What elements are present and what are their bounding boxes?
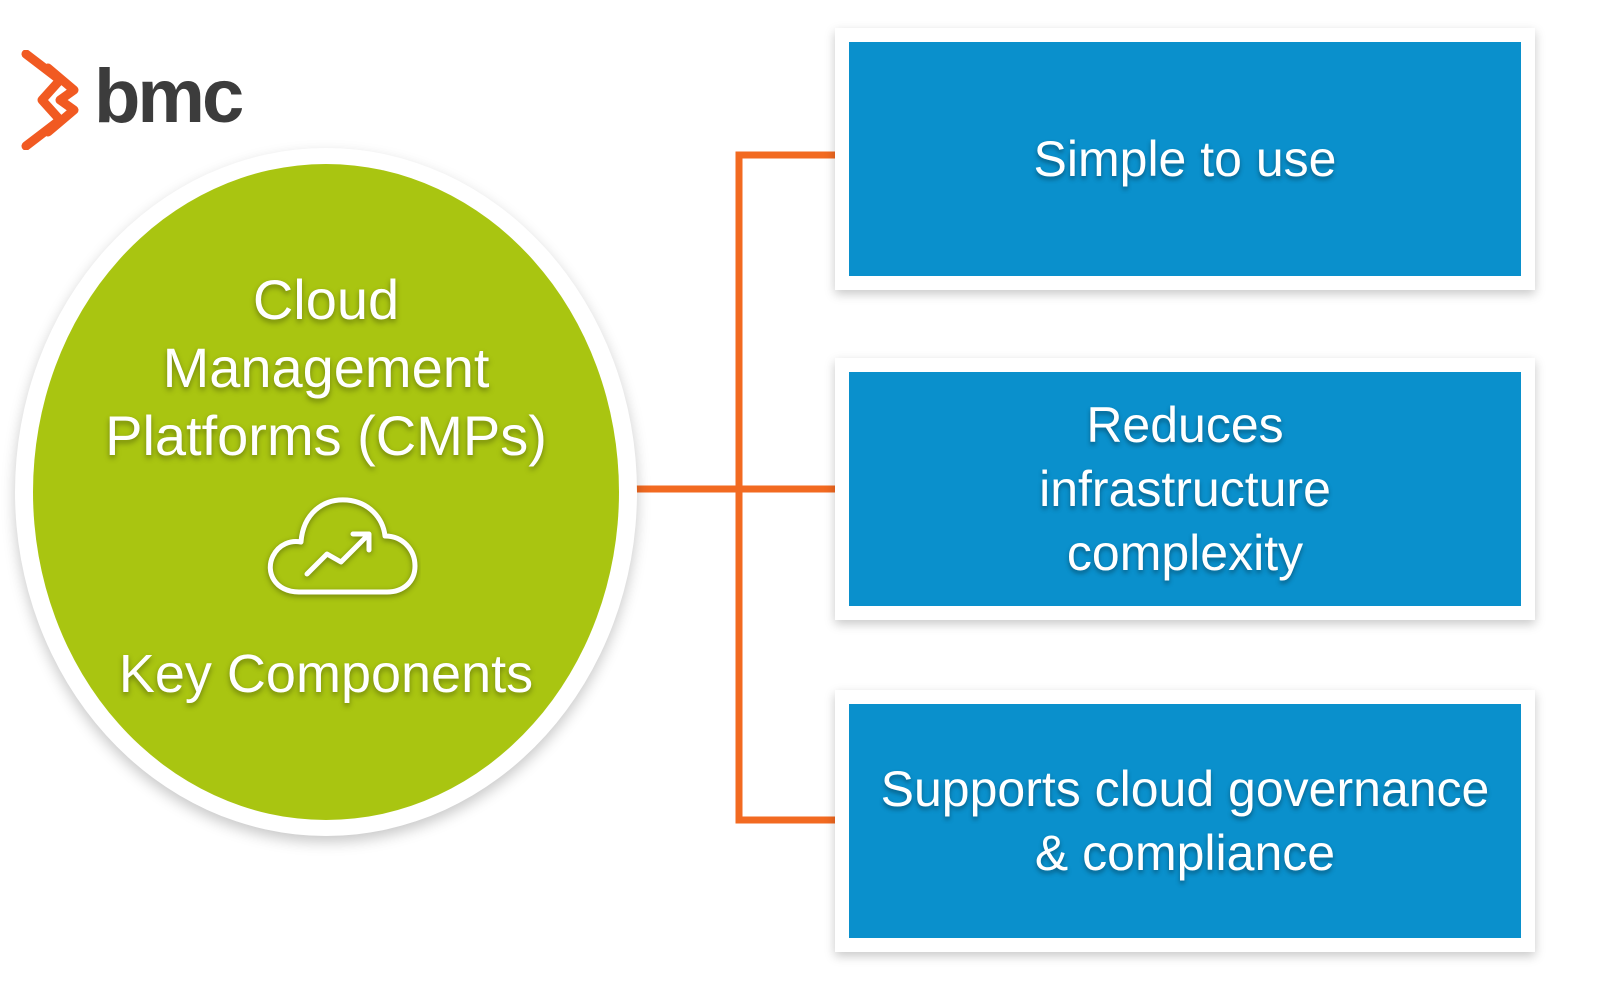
component-box-fill: Reduces infrastructure complexity [849, 372, 1521, 606]
central-subtitle: Key Components [118, 644, 534, 704]
central-title: Cloud Management Platforms (CMPs) [105, 268, 547, 467]
logo-text: bmc [94, 53, 244, 139]
component-box-fill: Supports cloud governance & compliance [849, 704, 1521, 938]
bmc-logo: bmc [20, 50, 244, 150]
cloud-trend-icon [267, 497, 418, 595]
central-circle: Cloud Management Platforms (CMPs) Key Co… [33, 164, 619, 820]
component-label: Supports cloud governance & compliance [880, 761, 1490, 881]
bmc-chevron-logo-icon [21, 50, 79, 150]
component-label: Simple to use [1033, 131, 1337, 187]
component-box-2: Reduces infrastructure complexity [835, 358, 1535, 620]
central-node: Cloud Management Platforms (CMPs) Key Co… [15, 148, 637, 836]
component-box-1: Simple to use [835, 28, 1535, 290]
component-label: Reduces infrastructure complexity [1039, 397, 1331, 581]
component-box-3: Supports cloud governance & compliance [835, 690, 1535, 952]
component-box-fill: Simple to use [849, 42, 1521, 276]
